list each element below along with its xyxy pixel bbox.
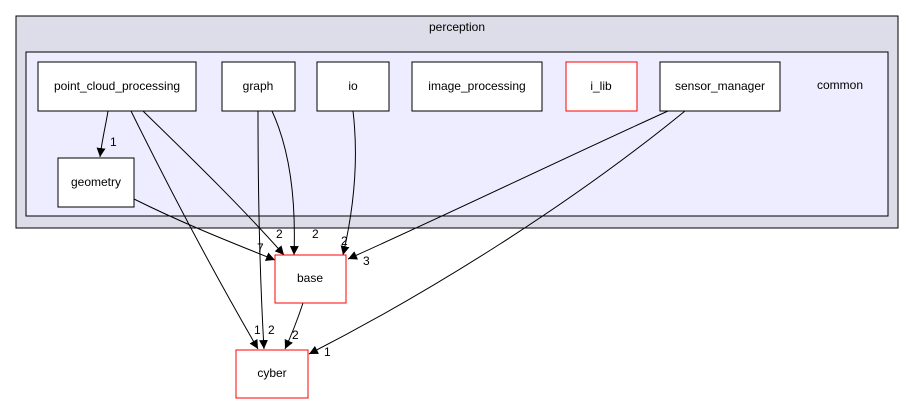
node-label: cyber [257, 366, 286, 380]
cluster-perception-label: perception [429, 20, 485, 34]
node-label: sensor_manager [675, 79, 765, 93]
node-label: i_lib [590, 79, 612, 93]
node-base[interactable]: base [274, 254, 347, 304]
edge-label-graph-base: 2 [312, 227, 319, 241]
edge-graph-cyber [257, 110, 268, 350]
edge-label-io-base: 2 [341, 234, 348, 248]
edge-pcp-base [142, 110, 285, 256]
node-label: base [297, 271, 323, 285]
cluster-common-label: common [817, 78, 863, 92]
edge-label-geometry-base: 7 [257, 241, 264, 255]
node-point-cloud-processing[interactable]: point_cloud_processing [37, 61, 197, 112]
node-io[interactable]: io [316, 61, 390, 112]
edge-pcp-cyber [130, 110, 259, 350]
edge-label-base-cyber: 2 [292, 328, 299, 342]
node-image-processing[interactable]: image_processing [411, 61, 543, 112]
edge-geometry-base [133, 198, 276, 261]
edge-label-sensor-cyber: 1 [324, 345, 331, 359]
node-label: image_processing [428, 79, 525, 93]
edge-label-pcp-geometry: 1 [110, 135, 117, 149]
edge-label-graph-cyber: 2 [268, 323, 275, 337]
node-graph[interactable]: graph [221, 61, 296, 112]
node-label: io [348, 79, 358, 93]
node-i-lib[interactable]: i_lib [565, 61, 638, 112]
edge-sensor-base [347, 110, 669, 260]
edge-label-sensor-base: 3 [363, 254, 370, 268]
edge-label-pcp-cyber: 1 [254, 323, 261, 337]
edges: 1 2 2 2 7 3 1 2 2 1 [96, 110, 686, 359]
node-sensor-manager[interactable]: sensor_manager [659, 61, 781, 112]
edge-sensor-cyber [308, 110, 686, 355]
edge-pcp-geometry [96, 110, 109, 158]
edge-base-cyber [284, 302, 304, 350]
edge-label-pcp-base: 2 [276, 227, 283, 241]
node-geometry[interactable]: geometry [57, 157, 135, 208]
node-label: geometry [71, 175, 121, 189]
node-cyber[interactable]: cyber [235, 349, 309, 399]
node-label: point_cloud_processing [54, 79, 180, 93]
edge-graph-base [271, 110, 299, 256]
edge-io-base [340, 110, 356, 256]
node-label: graph [243, 79, 274, 93]
